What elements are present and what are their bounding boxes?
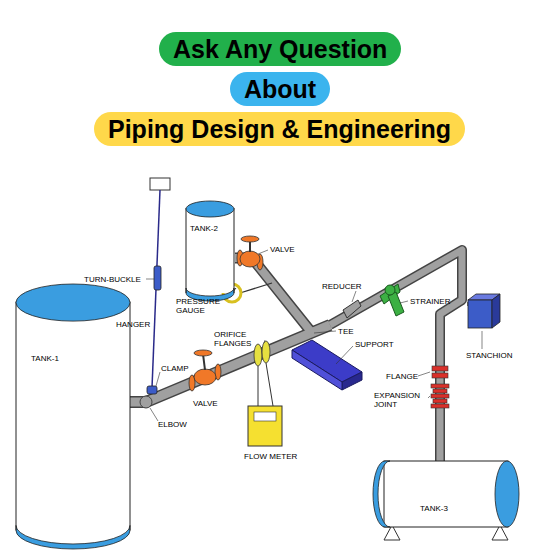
part-label: TEE [338,327,354,336]
tank-label: TANK-2 [190,224,218,233]
part-label: FLOW METER [244,452,297,461]
valve [189,350,221,391]
flow-meter [248,363,282,446]
support-beam [292,340,362,390]
tank-top [16,284,130,321]
tank-outline [185,200,235,302]
tank-side [130,302,131,531]
part-label: CLAMP [161,364,189,373]
tank-outline [372,460,520,528]
tank-body [384,461,508,527]
tank-top [186,201,234,217]
tank-outline [15,283,131,550]
title-pill: Ask Any Question [159,32,401,66]
part-label: VALVE [193,399,218,408]
strainer [380,284,404,316]
title-text: About [244,75,316,103]
flange [432,366,448,378]
part-label: HANGER [116,320,150,329]
title-pill: About [230,72,330,106]
tank-label: TANK-1 [31,354,59,363]
clamp [147,386,157,394]
turn-buckle [154,266,161,290]
part-label: SUPPORT [355,340,394,349]
tank: TANK-3 [372,460,520,528]
stanchion [467,294,500,328]
part-label: PRESSURE GAUGE [176,297,222,315]
tank-end [373,461,390,527]
ceiling-bracket [150,178,170,190]
title-pill: Piping Design & Engineering [94,112,465,146]
tank-bottom [16,525,130,549]
tank-body [16,302,130,531]
tank-body [186,208,234,293]
tank-label: TANK-3 [420,504,448,513]
title-text: Ask Any Question [173,35,387,63]
pipe-run [125,250,462,470]
orifice-flanges [254,341,270,366]
part-label: STANCHION [466,351,513,360]
tank-side [16,302,17,531]
elbow [140,396,152,408]
reducer [343,300,361,318]
valve [237,236,263,270]
tank: TANK-1 [15,283,131,550]
tank-side [234,208,235,293]
part-label: FLANGE [386,372,418,381]
tank-side [186,208,187,293]
tank: TANK-2 [185,200,235,302]
part-label: TURN-BUCKLE [84,275,141,284]
tank-end [495,461,519,527]
part-label: ORIFICE FLANGES [214,330,266,348]
part-label: VALVE [270,245,295,254]
part-label: ELBOW [158,420,187,429]
title-text: Piping Design & Engineering [108,115,451,143]
expansion-joint [431,384,449,408]
part-label: REDUCER [322,282,362,291]
part-label: STRAINER [410,297,450,306]
part-label: EXPANSION JOINT [374,391,428,409]
hanger-rod [152,190,160,388]
